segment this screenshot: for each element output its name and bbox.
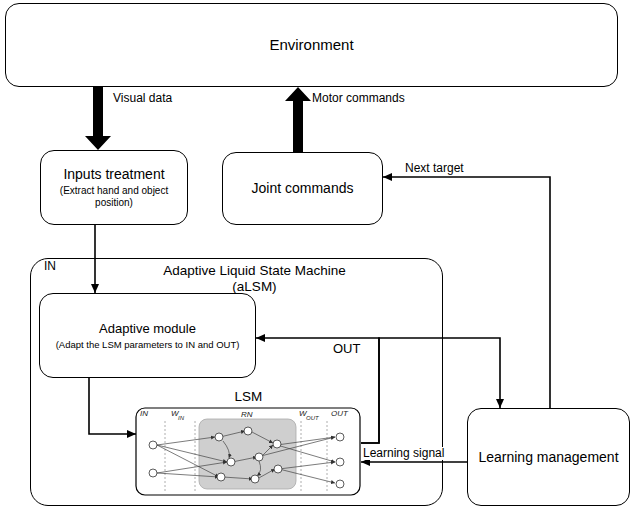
figure-label: IN bbox=[178, 415, 184, 421]
environment-box: Environment bbox=[5, 3, 618, 87]
process-box: Learning management bbox=[467, 408, 630, 506]
node-subtitle: (Adapt the LSM parameters to IN and OUT) bbox=[56, 339, 240, 350]
group-box: Adaptive Liquid State Machine (aLSM)Adap… bbox=[30, 258, 443, 506]
lsm-network-figure bbox=[135, 407, 361, 496]
figure-label: RN bbox=[241, 411, 253, 419]
figure-label: IN bbox=[140, 410, 148, 418]
process-box: Adaptive module (Adapt the LSM parameters… bbox=[39, 293, 256, 378]
process-box: Inputs treatment (Extract hand and object… bbox=[40, 150, 188, 225]
edge-label: Motor commands bbox=[311, 92, 406, 105]
node-title: Learning management bbox=[478, 449, 618, 466]
node-title: Joint commands bbox=[252, 180, 354, 197]
connector bbox=[361, 462, 467, 463]
figure-label: W bbox=[299, 410, 307, 418]
figure-label: OUT bbox=[331, 410, 348, 418]
node-title: Adaptive Liquid State Machine (aLSM) bbox=[145, 263, 365, 295]
node-title: LSM bbox=[136, 389, 361, 405]
figure-label: W bbox=[171, 410, 179, 418]
thick-arrow bbox=[285, 87, 311, 152]
thick-arrow bbox=[85, 87, 111, 150]
connector bbox=[383, 177, 550, 408]
edge-label: Visual data bbox=[112, 92, 173, 105]
process-box: Joint commands bbox=[222, 152, 383, 225]
network-block: LSM bbox=[136, 387, 361, 497]
figure-label: OUT bbox=[306, 415, 319, 421]
node-title: Inputs treatment bbox=[63, 166, 164, 183]
node-subtitle: (Extract hand and object position) bbox=[47, 185, 181, 209]
node-title: Environment bbox=[269, 36, 353, 54]
edge-label: Next target bbox=[404, 162, 465, 175]
connector bbox=[89, 378, 136, 434]
edge-label: OUT bbox=[332, 342, 361, 356]
node-title: Adaptive module bbox=[99, 321, 196, 337]
edge-label: IN bbox=[43, 260, 57, 273]
connector bbox=[95, 225, 96, 293]
edge-label: Learning signal bbox=[362, 447, 445, 460]
